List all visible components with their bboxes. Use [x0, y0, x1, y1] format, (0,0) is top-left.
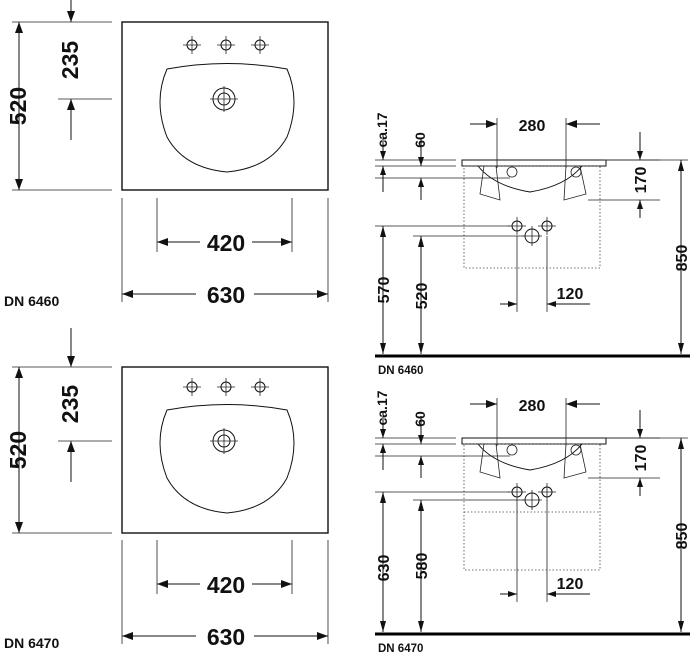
- dim-235: 235: [57, 328, 112, 482]
- model-code-label: DN 6460: [378, 365, 423, 377]
- model-code-label: DN 6470: [378, 643, 423, 655]
- dim-280: 280: [470, 118, 600, 168]
- dim-ca17-60: ca.17 60: [374, 390, 510, 478]
- model-code-label: DN 6470: [4, 635, 59, 651]
- dim-120: 120: [500, 236, 590, 312]
- dim-rim-thickness-label: 60: [412, 132, 428, 148]
- outlet-icon: [507, 482, 527, 502]
- dim-ca17-60: ca.17 60: [374, 112, 510, 200]
- dim-offset-label: 120: [557, 576, 584, 593]
- drain-icon: [210, 86, 238, 112]
- basin-outline: [121, 21, 329, 191]
- top-view-dn6460: [121, 21, 329, 191]
- bowl-profile: [477, 443, 583, 471]
- dim-outlet-height-label: 630: [376, 555, 393, 582]
- outlet-icon: [537, 216, 557, 236]
- tap-hole-icon: [250, 377, 270, 397]
- tap-hole-icon: [250, 35, 270, 55]
- dim-rim-clearance-label: ca.17: [374, 390, 390, 425]
- outlet-icon: [507, 216, 527, 236]
- dim-280: 280: [470, 398, 600, 446]
- drain-icon: [210, 428, 238, 454]
- dim-bowl-width-label: 420: [207, 572, 245, 598]
- bowl-outline: [159, 63, 295, 173]
- dim-depth-label: 520: [5, 431, 31, 469]
- dim-bowl-depth-label: 170: [633, 167, 650, 194]
- dim-235: 235: [57, 0, 112, 140]
- tap-hole-icon: [216, 35, 236, 55]
- basin-outline: [121, 366, 329, 534]
- side-view-dn6470: [461, 437, 607, 571]
- top-view-dn6470: [121, 366, 329, 534]
- dim-630: 630: [121, 540, 329, 650]
- dim-height-label: 850: [674, 245, 691, 272]
- bowl-outline: [159, 404, 295, 514]
- dim-520: 520: [5, 366, 112, 534]
- basin-rim: [461, 159, 607, 167]
- dim-520: 520: [5, 21, 112, 191]
- tap-hole-icon: [182, 35, 202, 55]
- dim-rim-thickness-label: 60: [412, 411, 428, 427]
- dim-850: 850: [606, 159, 691, 354]
- dim-rim-clearance-label: ca.17: [374, 112, 390, 147]
- tap-hole-icon: [182, 377, 202, 397]
- dim-630-580: 630 580: [375, 491, 524, 632]
- dim-120: 120: [500, 500, 590, 602]
- basin-rim: [461, 437, 607, 445]
- drawing-dn6470: 520 235 420 630 DN 6: [4, 328, 691, 655]
- dim-width-label: 630: [207, 282, 245, 308]
- dim-420: 420: [156, 540, 293, 598]
- pedestal-outline: [463, 443, 601, 571]
- dim-offset-label: 120: [557, 286, 584, 303]
- dim-170: 170: [588, 132, 660, 218]
- dim-outlet-height-label: 570: [376, 277, 393, 304]
- model-code-label: DN 6460: [4, 293, 59, 309]
- dim-tap-offset-label: 235: [57, 385, 83, 424]
- dim-850: 850: [606, 437, 691, 632]
- pedestal-outline: [463, 165, 601, 269]
- dim-570-520: 570 520: [375, 225, 524, 354]
- dim-170: 170: [588, 410, 660, 496]
- drawing-dn6460: 520 235 420 630: [4, 0, 691, 377]
- dim-drain-height-label: 580: [414, 553, 431, 580]
- dim-bowl-width-label: 420: [207, 230, 245, 256]
- outlet-icon: [537, 482, 557, 502]
- dim-tap-spacing-label: 280: [519, 118, 546, 135]
- dim-width-label: 630: [207, 624, 245, 650]
- dim-630: 630: [121, 198, 329, 308]
- dim-420: 420: [156, 198, 293, 256]
- dim-bowl-depth-label: 170: [633, 445, 650, 472]
- dim-drain-height-label: 520: [414, 283, 431, 310]
- side-view-dn6460: [461, 159, 607, 269]
- dim-height-label: 850: [674, 523, 691, 550]
- bowl-profile: [477, 165, 583, 193]
- dim-tap-offset-label: 235: [57, 41, 83, 80]
- tap-hole-icon: [216, 377, 236, 397]
- dim-tap-spacing-label: 280: [519, 398, 546, 415]
- dim-depth-label: 520: [5, 87, 31, 125]
